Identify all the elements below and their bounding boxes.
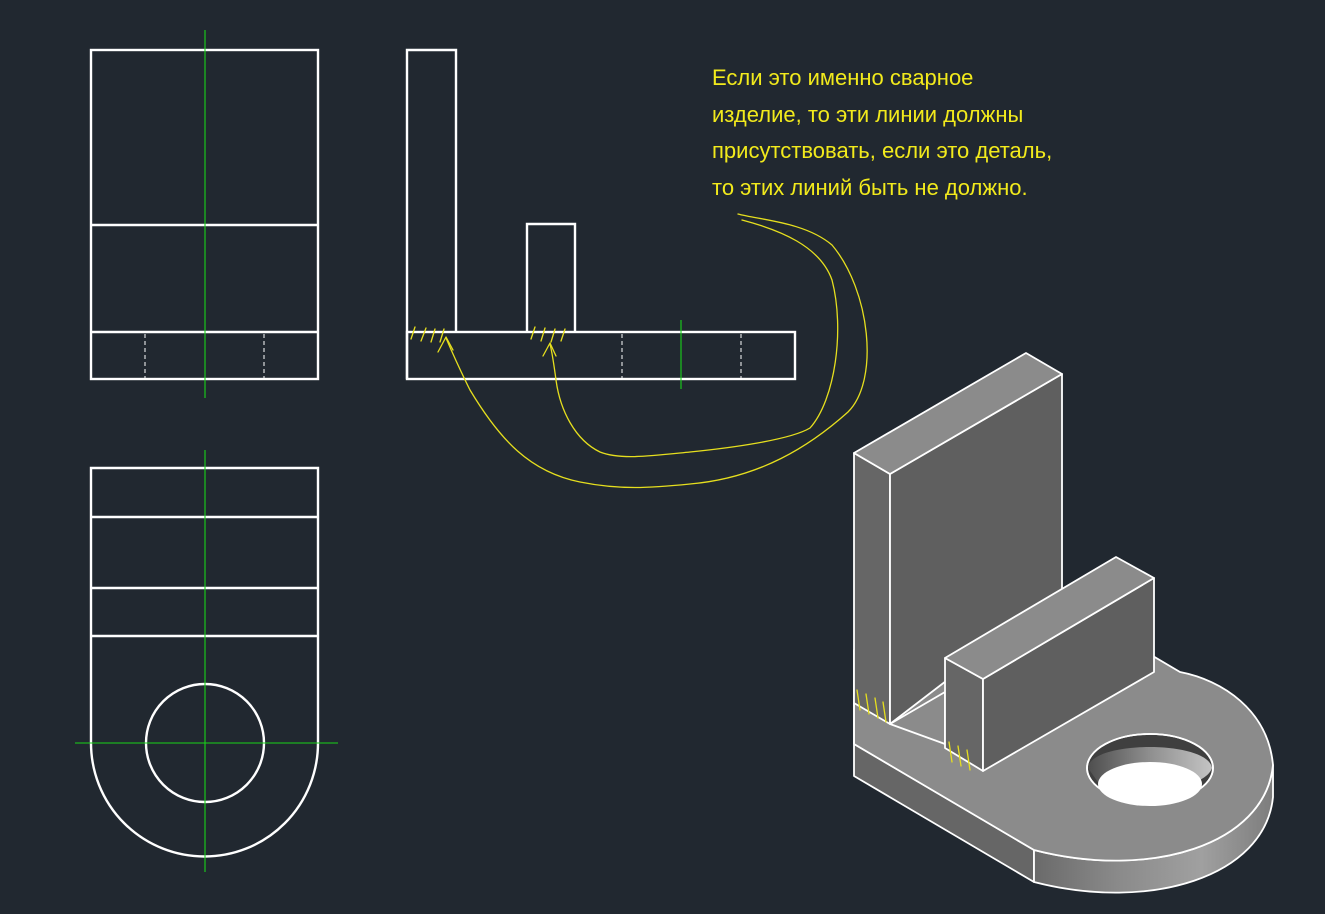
side-view-tall-rib <box>405 48 458 379</box>
weld-ticks-left <box>410 326 445 343</box>
weld-ticks-right <box>530 326 566 343</box>
markup-arrow-outer-head <box>437 336 454 353</box>
weld-markup <box>410 213 868 489</box>
iso-weld-ticks-tall <box>856 689 887 723</box>
iso-weld-ticks-short <box>948 741 971 771</box>
isometric-view <box>853 352 1274 894</box>
iso-tall-plate-side-face <box>853 452 891 725</box>
iso-hole-edge <box>1086 733 1214 803</box>
annotation-line-3: присутствовать, если это деталь, <box>712 138 1053 163</box>
top-view <box>75 450 338 872</box>
side-view-short-rib <box>525 222 577 332</box>
side-view <box>405 48 797 389</box>
front-view <box>89 30 320 398</box>
iso-short-rib-top-face <box>944 556 1155 680</box>
markup-arrow-inner <box>549 219 839 458</box>
markup-arrow-inner-head <box>542 342 557 357</box>
markup-arrow-outer <box>445 213 868 489</box>
iso-tall-plate-top-face <box>853 352 1063 475</box>
top-view-outline <box>89 466 320 858</box>
annotation-line-1: Если это именно сварное <box>712 65 974 90</box>
annotation-line-2: изделие, то эти линии должны <box>712 101 1024 127</box>
side-view-base-plate <box>405 330 797 381</box>
iso-hole-through-light <box>1098 762 1202 806</box>
weld-annotation-note: Если это именно сварное изделие, то эти … <box>712 60 1172 206</box>
annotation-line-4: то этих линий быть не должно. <box>712 174 1028 200</box>
